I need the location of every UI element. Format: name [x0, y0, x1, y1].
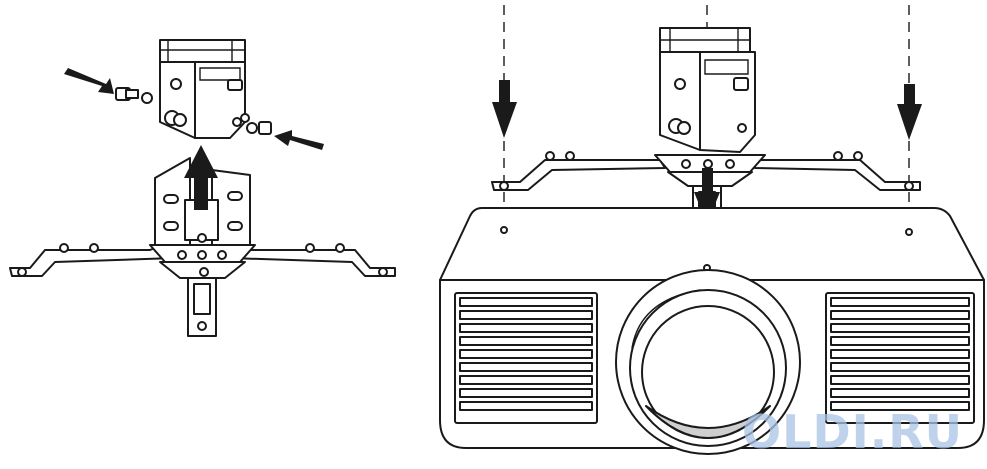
- left-bracket-box: [159, 39, 250, 139]
- screw-right: [246, 121, 324, 150]
- screw-left: [64, 68, 153, 104]
- left-mount-spider: [9, 241, 396, 337]
- left-vent: [454, 292, 598, 424]
- up-arrow: [184, 145, 218, 210]
- right-vent: [825, 292, 975, 424]
- down-arrows: [492, 80, 922, 140]
- projector: [439, 207, 985, 455]
- right-figure: [439, 5, 985, 455]
- left-bracket-plates: [154, 157, 251, 246]
- right-bracket-box: [659, 27, 756, 153]
- left-figure: [9, 39, 396, 337]
- projector-lens: [615, 269, 801, 455]
- alignment-guides: [503, 5, 910, 232]
